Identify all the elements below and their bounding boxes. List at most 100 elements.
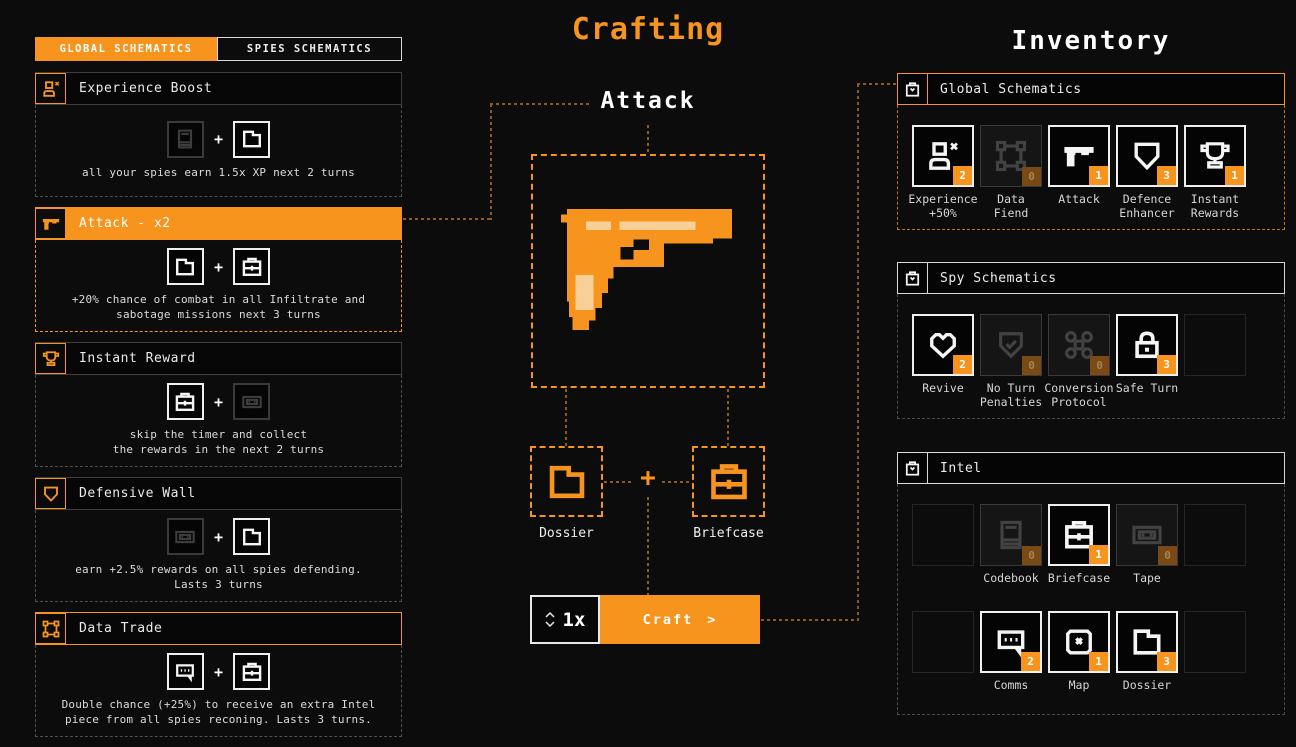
briefcase-icon — [706, 459, 752, 505]
craft-button-label: Craft — [642, 611, 694, 628]
inventory-cell-tape[interactable]: 0 — [1116, 504, 1178, 566]
inventory-cell-codebook[interactable]: 0 — [980, 504, 1042, 566]
connector-line — [647, 125, 649, 153]
comms-icon — [993, 624, 1029, 660]
quantity-stepper[interactable]: 1x — [530, 595, 600, 644]
folder-icon — [1129, 624, 1165, 660]
inventory-title: Inventory — [1011, 26, 1171, 56]
cell-label: Instant Rewards — [1190, 192, 1240, 220]
craft-button[interactable]: Craft > — [600, 595, 760, 644]
bag-icon — [898, 74, 928, 104]
schematic-description: all your spies earn 1.5x XP next 2 turns — [82, 165, 355, 179]
inventory-cell-empty[interactable] — [912, 504, 974, 566]
count-badge: 1 — [1225, 166, 1244, 185]
inventory-section-title: Intel — [940, 460, 982, 476]
inventory-section-body: 2 Revive 0 No Turn Penalties 0 — [897, 294, 1285, 419]
schematic-item-data-trade: Data Trade + Double chance (+25%) to rec… — [35, 612, 402, 737]
schematic-header[interactable]: Experience Boost — [35, 72, 402, 105]
command-icon — [1061, 327, 1097, 363]
tab-spies-schematics[interactable]: SPIES SCHEMATICS — [217, 37, 402, 61]
codebook-icon — [993, 517, 1029, 553]
inventory-cell-empty[interactable] — [1184, 314, 1246, 376]
heart-icon — [925, 327, 961, 363]
chevron-up-icon[interactable] — [545, 612, 555, 618]
ingredient-dossier — [530, 446, 603, 517]
inventory-cell-data-fiend[interactable]: 0 — [980, 125, 1042, 187]
gun-icon — [35, 208, 66, 239]
count-badge: 0 — [1022, 167, 1041, 186]
inventory-cell-comms[interactable]: 2 — [980, 611, 1042, 673]
inventory-cell-map[interactable]: 1 — [1048, 611, 1110, 673]
count-badge: 0 — [1158, 546, 1177, 565]
count-badge: 1 — [1089, 545, 1108, 564]
schematic-description: skip the timer and collect the rewards i… — [112, 428, 325, 456]
cell-label: Conversion Protocol — [1044, 381, 1114, 409]
connector-line — [604, 481, 634, 483]
gun-icon — [560, 209, 736, 333]
count-badge: 2 — [1021, 652, 1040, 671]
data-icon — [993, 138, 1029, 174]
inventory-cell-revive[interactable]: 2 — [912, 314, 974, 376]
count-badge: 3 — [1157, 355, 1176, 374]
inventory-cell-attack[interactable]: 1 — [1048, 125, 1110, 187]
schematic-item-instant-reward: Instant Reward + skip the timer and coll… — [35, 342, 402, 467]
inventory-section-header[interactable]: Spy Schematics — [897, 262, 1285, 294]
inventory-cell-dossier[interactable]: 3 — [1116, 611, 1178, 673]
ingredient-briefcase — [692, 446, 765, 517]
schematic-title: Attack - x2 — [79, 216, 171, 231]
schematic-header[interactable]: Defensive Wall — [35, 477, 402, 510]
count-badge: 0 — [1022, 546, 1041, 565]
shield-icon — [35, 478, 66, 509]
schematic-description: Double chance (+25%) to receive an extra… — [61, 698, 376, 726]
schematic-title: Data Trade — [79, 621, 163, 636]
selected-schematic-name: Attack — [600, 88, 696, 114]
connector-line — [647, 497, 649, 595]
inventory-cell-empty[interactable] — [1184, 611, 1246, 673]
connector-line — [761, 619, 858, 621]
inventory-section-body: 2 Experience +50% 0 Data Fiend 1 — [897, 105, 1285, 230]
count-badge: 3 — [1157, 166, 1176, 185]
page-title: Crafting — [571, 12, 725, 47]
inventory-cell-briefcase[interactable]: 1 — [1048, 504, 1110, 566]
schematic-description: earn +2.5% rewards on all spies defendin… — [75, 563, 362, 591]
schematic-body: + skip the timer and collect the rewards… — [35, 375, 402, 467]
briefcase-icon — [233, 653, 271, 691]
inventory-cell-empty[interactable] — [912, 611, 974, 673]
tab-global-schematics[interactable]: GLOBAL SCHEMATICS — [35, 37, 217, 61]
count-badge: 2 — [953, 166, 972, 185]
trophy-icon — [35, 343, 66, 374]
count-badge: 0 — [1090, 356, 1109, 375]
schematic-description: +20% chance of combat in all Infiltrate … — [71, 293, 366, 321]
schematic-header[interactable]: Data Trade — [35, 612, 402, 645]
schematic-header[interactable]: Instant Reward — [35, 342, 402, 375]
folder-icon — [233, 120, 271, 158]
inventory-section-title: Global Schematics — [940, 81, 1082, 97]
inventory-section-header[interactable]: Global Schematics — [897, 73, 1285, 105]
gun-icon — [1061, 138, 1097, 174]
ingredient-label: Dossier — [539, 526, 594, 541]
inventory-section-spy-schematics: Spy Schematics 2 Revive 0 No Turn Penalt… — [897, 262, 1285, 419]
inventory-cell-safe-turn[interactable]: 3 — [1116, 314, 1178, 376]
inventory-cell-conversion-protocol[interactable]: 0 — [1048, 314, 1110, 376]
inventory-cell-defence-enhancer[interactable]: 3 — [1116, 125, 1178, 187]
plus-sign: + — [213, 527, 224, 546]
person-icon — [35, 73, 66, 104]
inventory-section-header[interactable]: Intel — [897, 452, 1285, 484]
ingredient-label: Briefcase — [693, 526, 764, 541]
schematic-title: Experience Boost — [79, 81, 213, 96]
count-badge: 2 — [953, 355, 972, 374]
connector-line — [727, 389, 729, 446]
inventory-cell-experience[interactable]: 2 — [912, 125, 974, 187]
schematics-tabs: GLOBAL SCHEMATICS SPIES SCHEMATICS — [35, 37, 402, 61]
connector-line — [403, 218, 491, 220]
inventory-cell-no-turn-penalties[interactable]: 0 — [980, 314, 1042, 376]
craft-result-preview — [531, 154, 765, 388]
cell-label: Attack — [1058, 192, 1100, 206]
schematic-header[interactable]: Attack - x2 — [35, 207, 402, 240]
tape-icon — [1129, 517, 1165, 553]
inventory-cell-empty[interactable] — [1184, 504, 1246, 566]
inventory-cell-instant-rewards[interactable]: 1 — [1184, 125, 1246, 187]
craft-button-arrow: > — [707, 611, 718, 628]
chevron-down-icon[interactable] — [545, 621, 555, 627]
